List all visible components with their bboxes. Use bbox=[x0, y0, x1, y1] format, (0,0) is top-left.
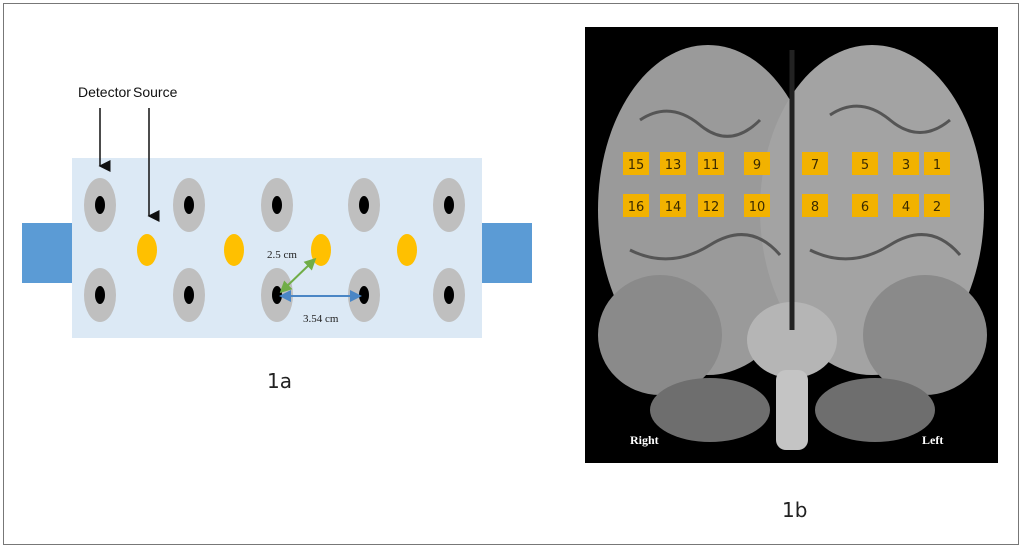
source-label: Source bbox=[133, 84, 178, 100]
strap-right bbox=[482, 223, 532, 283]
detector bbox=[173, 268, 205, 322]
detector bbox=[261, 178, 293, 232]
strap-left bbox=[22, 223, 72, 283]
detector bbox=[348, 178, 380, 232]
channel-label: 3 bbox=[893, 152, 919, 175]
detector bbox=[433, 178, 465, 232]
channel-number: 10 bbox=[749, 200, 766, 215]
channel-number: 6 bbox=[861, 200, 869, 215]
channel-label: 5 bbox=[852, 152, 878, 175]
channel-label: 11 bbox=[698, 152, 724, 175]
channel-number: 9 bbox=[753, 158, 761, 173]
channel-number: 15 bbox=[628, 158, 645, 173]
channel-number: 14 bbox=[665, 200, 682, 215]
channel-label: 13 bbox=[660, 152, 686, 175]
right-hemisphere-label: Right bbox=[630, 433, 659, 447]
figure-frame bbox=[3, 3, 1019, 545]
channel-number: 3 bbox=[902, 158, 910, 173]
channel-label: 2 bbox=[924, 194, 950, 217]
channel-labels: 15 13 11 9 7 5 3 1 16 14 12 10 8 6 4 2 bbox=[623, 152, 950, 217]
channel-label: 12 bbox=[698, 194, 724, 217]
channel-label: 7 bbox=[802, 152, 828, 175]
detector-label: Detector bbox=[78, 84, 131, 100]
channel-label: 16 bbox=[623, 194, 649, 217]
channel-label: 4 bbox=[893, 194, 919, 217]
source bbox=[397, 234, 417, 266]
detector bbox=[433, 268, 465, 322]
channel-number: 5 bbox=[861, 158, 869, 173]
panel-b-caption: 1b bbox=[782, 498, 807, 522]
detector bbox=[84, 178, 116, 232]
channel-number: 2 bbox=[933, 200, 941, 215]
channel-number: 12 bbox=[703, 200, 720, 215]
channel-label: 10 bbox=[744, 194, 770, 217]
detector bbox=[173, 178, 205, 232]
channel-number: 4 bbox=[902, 200, 910, 215]
channel-number: 8 bbox=[811, 200, 819, 215]
channel-label: 9 bbox=[744, 152, 770, 175]
channel-number: 7 bbox=[811, 158, 819, 173]
panel-a-caption: 1a bbox=[267, 369, 292, 393]
detector bbox=[84, 268, 116, 322]
left-hemisphere-label: Left bbox=[922, 433, 943, 447]
diagonal-distance-label: 2.5 cm bbox=[267, 249, 297, 261]
horizontal-distance-label: 3.54 cm bbox=[303, 313, 339, 325]
channel-number: 16 bbox=[628, 200, 645, 215]
channel-number: 11 bbox=[703, 158, 720, 173]
channel-number: 1 bbox=[933, 158, 941, 173]
channel-label: 8 bbox=[802, 194, 828, 217]
source bbox=[137, 234, 157, 266]
channel-label: 14 bbox=[660, 194, 686, 217]
channel-label: 15 bbox=[623, 152, 649, 175]
channel-label: 1 bbox=[924, 152, 950, 175]
panel-b-brain: 15 13 11 9 7 5 3 1 16 14 12 10 8 6 4 2 Right Left 1b bbox=[585, 27, 998, 522]
brain-image bbox=[598, 45, 987, 450]
channel-number: 13 bbox=[665, 158, 682, 173]
panel-a-probe-layout: Detector Source 2.5 cm 3.54 cm 1a bbox=[22, 84, 532, 393]
diagonal-distance-arrow bbox=[279, 257, 317, 294]
source bbox=[311, 234, 331, 266]
channel-label: 6 bbox=[852, 194, 878, 217]
source bbox=[224, 234, 244, 266]
